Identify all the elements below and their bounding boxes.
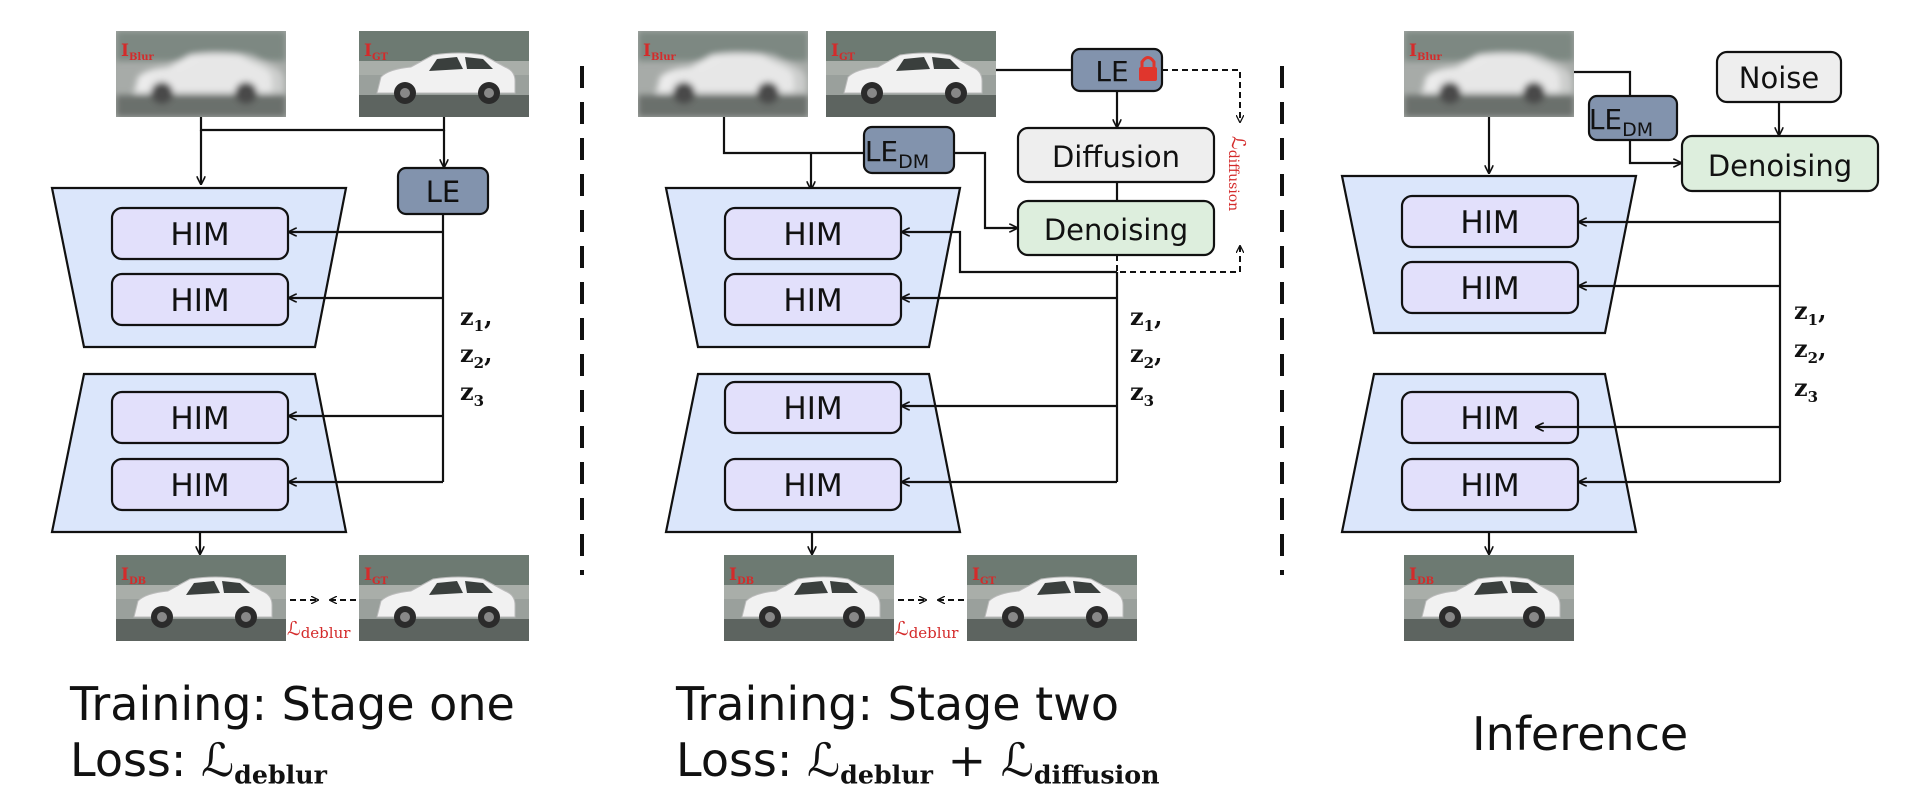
him-block: HIM [110, 206, 290, 261]
loss-deblur-label: ℒdeblur [287, 618, 351, 642]
svg-text:IBlur: IBlur [1409, 41, 1442, 63]
him-block: HIM [723, 206, 903, 261]
svg-text:LEDM: LEDM [865, 135, 929, 173]
svg-text:z2,: z2, [460, 339, 492, 372]
svg-text:HIM: HIM [1460, 401, 1519, 437]
svg-text:IGT: IGT [972, 565, 996, 587]
svg-text:IGT: IGT [831, 41, 855, 63]
panel-stage-two: IBlur IGT LE LEDM Diffusion De [638, 31, 1249, 642]
him-block: HIM [723, 457, 903, 512]
le-dm-box: LEDM [862, 125, 956, 175]
loss-diffusion-label: ℒdiffusion [1225, 136, 1249, 211]
caption-title: Training: Stage two [676, 677, 1119, 731]
latent-z-labels: z1, z2, z3 [1130, 302, 1162, 410]
caption-stage-two: Training: Stage two Loss: ℒdeblur + ℒdif… [676, 676, 1159, 803]
svg-text:z1,: z1, [1794, 296, 1826, 329]
svg-text:IDB: IDB [729, 565, 754, 587]
svg-text:HIM: HIM [170, 401, 229, 437]
lock-icon [1139, 56, 1157, 81]
svg-text:HIM: HIM [1460, 271, 1519, 307]
svg-text:IDB: IDB [1409, 565, 1434, 587]
input-blur-image: IBlur [638, 31, 808, 117]
him-block: HIM [1400, 194, 1580, 249]
le-frozen-box: LE [1070, 47, 1164, 93]
loss-deblur-label: ℒdeblur [895, 618, 959, 642]
svg-text:HIM: HIM [1460, 205, 1519, 241]
caption-loss: Loss: ℒdeblur [70, 733, 327, 790]
svg-text:LEDM: LEDM [1589, 103, 1653, 141]
diffusion-box: Diffusion [1016, 126, 1216, 184]
output-deblurred-image: IDB [724, 555, 894, 641]
svg-text:Denoising: Denoising [1044, 213, 1188, 247]
svg-text:IDB: IDB [121, 565, 146, 587]
svg-text:IBlur: IBlur [121, 41, 154, 63]
le-encoder-box: LE [396, 166, 490, 216]
svg-text:IBlur: IBlur [643, 41, 676, 63]
svg-text:HIM: HIM [783, 391, 842, 427]
denoising-box: Denoising [1016, 199, 1216, 257]
input-gt-image: IGT [359, 31, 529, 117]
svg-text:IGT: IGT [364, 565, 388, 587]
him-block: HIM [110, 457, 290, 512]
him-block: HIM [1400, 457, 1580, 512]
svg-text:z3: z3 [1130, 377, 1154, 410]
input-blur-image: IBlur [116, 31, 286, 117]
svg-text:z3: z3 [1794, 373, 1818, 406]
panel-stage-one: IBlur IGT HIM HIM HIM HIM [50, 31, 529, 642]
output-deblurred-image: IDB [116, 555, 286, 641]
caption-loss: Loss: ℒdeblur + ℒdiffusion [676, 733, 1160, 790]
svg-text:HIM: HIM [170, 283, 229, 319]
denoising-box: Denoising [1680, 134, 1880, 193]
svg-text:HIM: HIM [783, 468, 842, 504]
panel-inference: IBlur Noise Denoising LEDM HIM HIM [1340, 31, 1880, 641]
svg-text:Noise: Noise [1739, 61, 1819, 95]
svg-text:HIM: HIM [783, 283, 842, 319]
le-dm-box: LEDM [1587, 94, 1679, 142]
input-blur-image: IBlur [1404, 31, 1574, 117]
svg-text:HIM: HIM [783, 217, 842, 253]
svg-text:LE: LE [1095, 55, 1128, 88]
svg-text:HIM: HIM [170, 468, 229, 504]
him-block: HIM [110, 390, 290, 445]
caption-title: Inference [1472, 707, 1689, 761]
svg-text:Denoising: Denoising [1708, 149, 1852, 183]
svg-text:HIM: HIM [170, 217, 229, 253]
svg-text:HIM: HIM [1460, 468, 1519, 504]
output-deblurred-image: IDB [1404, 555, 1574, 641]
svg-text:z1,: z1, [1130, 302, 1162, 335]
svg-text:z2,: z2, [1130, 339, 1162, 372]
svg-text:Diffusion: Diffusion [1052, 140, 1180, 174]
target-gt-image: IGT [967, 555, 1137, 641]
svg-text:LE: LE [426, 175, 460, 209]
him-block: HIM [1400, 260, 1580, 315]
noise-box: Noise [1715, 50, 1843, 104]
input-gt-image: IGT [826, 31, 996, 117]
svg-text:z3: z3 [460, 377, 484, 410]
caption-stage-one: Training: Stage one Loss: ℒdeblur [70, 676, 515, 803]
latent-z-labels: z1, z2, z3 [1794, 296, 1826, 406]
him-block: HIM [110, 272, 290, 327]
target-gt-image: IGT [359, 555, 529, 641]
svg-text:IGT: IGT [364, 41, 388, 63]
him-block: HIM [723, 380, 903, 435]
svg-text:z2,: z2, [1794, 334, 1826, 367]
him-block: HIM [723, 272, 903, 327]
him-block: HIM [1400, 390, 1580, 445]
caption-title: Training: Stage one [70, 677, 515, 731]
caption-inference: Inference [1472, 706, 1688, 762]
svg-text:z1,: z1, [460, 302, 492, 335]
latent-z-labels: z1, z2, z3 [460, 302, 492, 410]
